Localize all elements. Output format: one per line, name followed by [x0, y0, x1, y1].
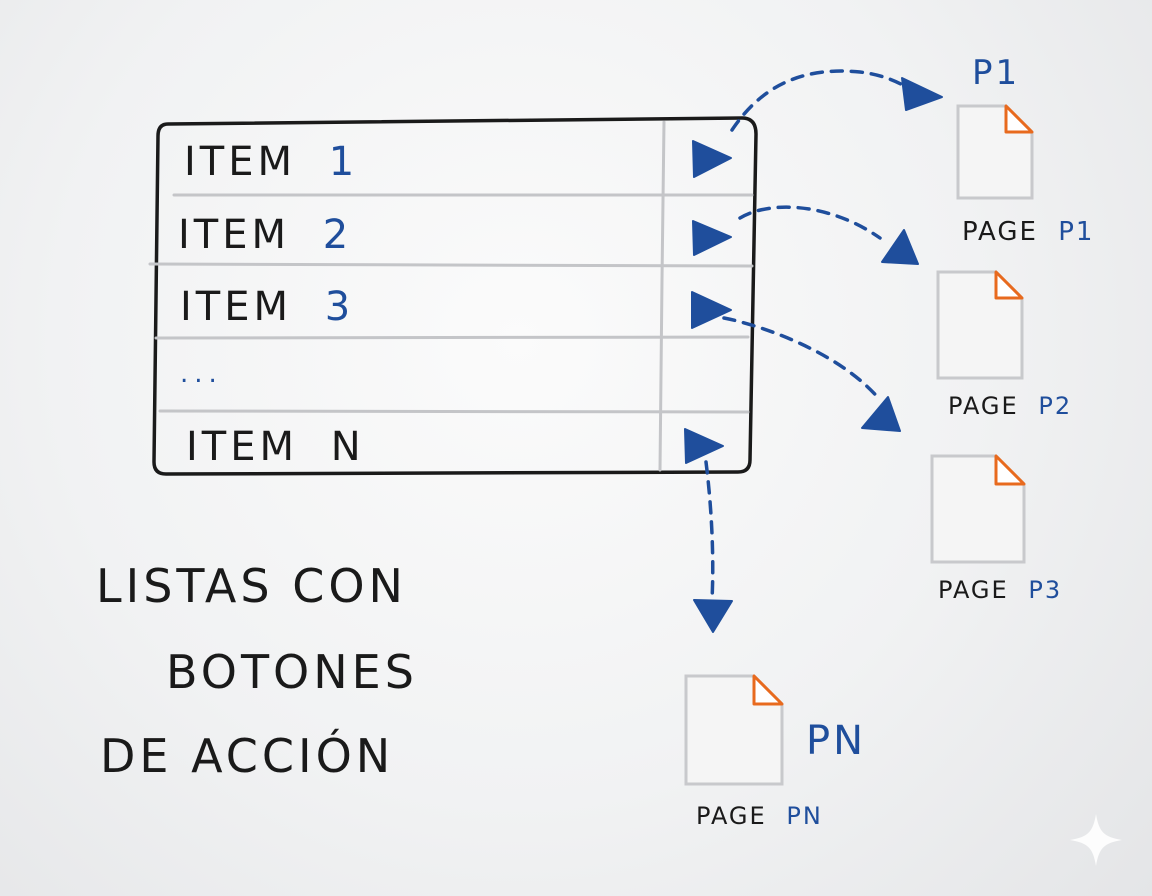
list-item-n-label: ITEM N — [186, 424, 365, 470]
document-icon — [684, 674, 784, 786]
list-item-2-label: ITEM 2 — [178, 212, 352, 258]
document-icon — [930, 454, 1026, 564]
arrow-to-p2 — [738, 205, 919, 265]
arrow-head-icon — [901, 77, 943, 111]
item-2-word: ITEM — [178, 212, 290, 258]
list-item-2[interactable]: ITEM 2 — [178, 212, 732, 258]
page-p2-caption: PAGE P2 — [948, 392, 1072, 420]
list-item-ellipsis: ... — [180, 359, 223, 389]
item-n-suffix: N — [331, 424, 365, 470]
row-separator-4 — [158, 409, 750, 414]
item-n-word: ITEM — [186, 424, 298, 470]
arrow-head-icon — [693, 599, 733, 633]
title-line-3: DE ACCIÓN — [100, 729, 394, 783]
arrow-head-icon — [861, 396, 901, 432]
document-icon — [956, 104, 1034, 200]
row-separator-2 — [148, 262, 754, 268]
page-p3-caption: PAGE P3 — [938, 576, 1062, 604]
arrow-head-icon — [881, 229, 919, 265]
title-line-2: BOTONES — [166, 645, 418, 699]
arrow-to-p3 — [722, 316, 901, 432]
navigation-arrows — [693, 69, 943, 633]
diagram-title: LISTAS CON BOTONES DE ACCIÓN — [96, 559, 418, 783]
list-item-1-label: ITEM 1 — [184, 139, 358, 185]
document-icon — [936, 270, 1024, 380]
item-1-number: 1 — [329, 139, 358, 185]
play-triangle-icon[interactable] — [692, 220, 732, 256]
column-divider — [658, 120, 666, 472]
page-p2[interactable]: PAGE P2 — [936, 270, 1072, 420]
list-ellipsis-label: ... — [180, 359, 223, 389]
page-pn-caption: PAGE PN — [696, 802, 823, 830]
list-item-n[interactable]: ITEM N — [186, 424, 724, 470]
item-2-number: 2 — [323, 212, 352, 258]
page-p1-caption: PAGE P1 — [962, 217, 1094, 247]
arrow-to-p1 — [730, 69, 943, 132]
list-item-3-label: ITEM 3 — [180, 284, 354, 330]
sparkle-icon — [1070, 814, 1122, 866]
page-pn-side-label: PN — [806, 718, 866, 764]
page-pn[interactable]: PN PAGE PN — [684, 674, 866, 830]
title-line-1: LISTAS CON — [96, 559, 407, 613]
page-p1[interactable]: P1 PAGE P1 — [956, 53, 1094, 247]
page-p3[interactable]: PAGE P3 — [930, 454, 1062, 604]
row-separator-3 — [154, 335, 750, 340]
list-frame — [152, 116, 758, 476]
item-3-word: ITEM — [180, 284, 292, 330]
play-triangle-icon[interactable] — [684, 428, 724, 464]
list-item-3[interactable]: ITEM 3 — [180, 284, 732, 330]
page-p1-top-label: P1 — [972, 53, 1020, 93]
list-item-1[interactable]: ITEM 1 — [184, 139, 732, 185]
play-triangle-icon[interactable] — [692, 140, 732, 178]
item-list: ITEM 1 ITEM 2 ITEM 3 ... — [148, 116, 758, 476]
play-triangle-icon[interactable] — [691, 291, 732, 329]
arrow-to-pn — [693, 460, 733, 633]
item-3-number: 3 — [325, 284, 354, 330]
item-1-word: ITEM — [184, 139, 296, 185]
